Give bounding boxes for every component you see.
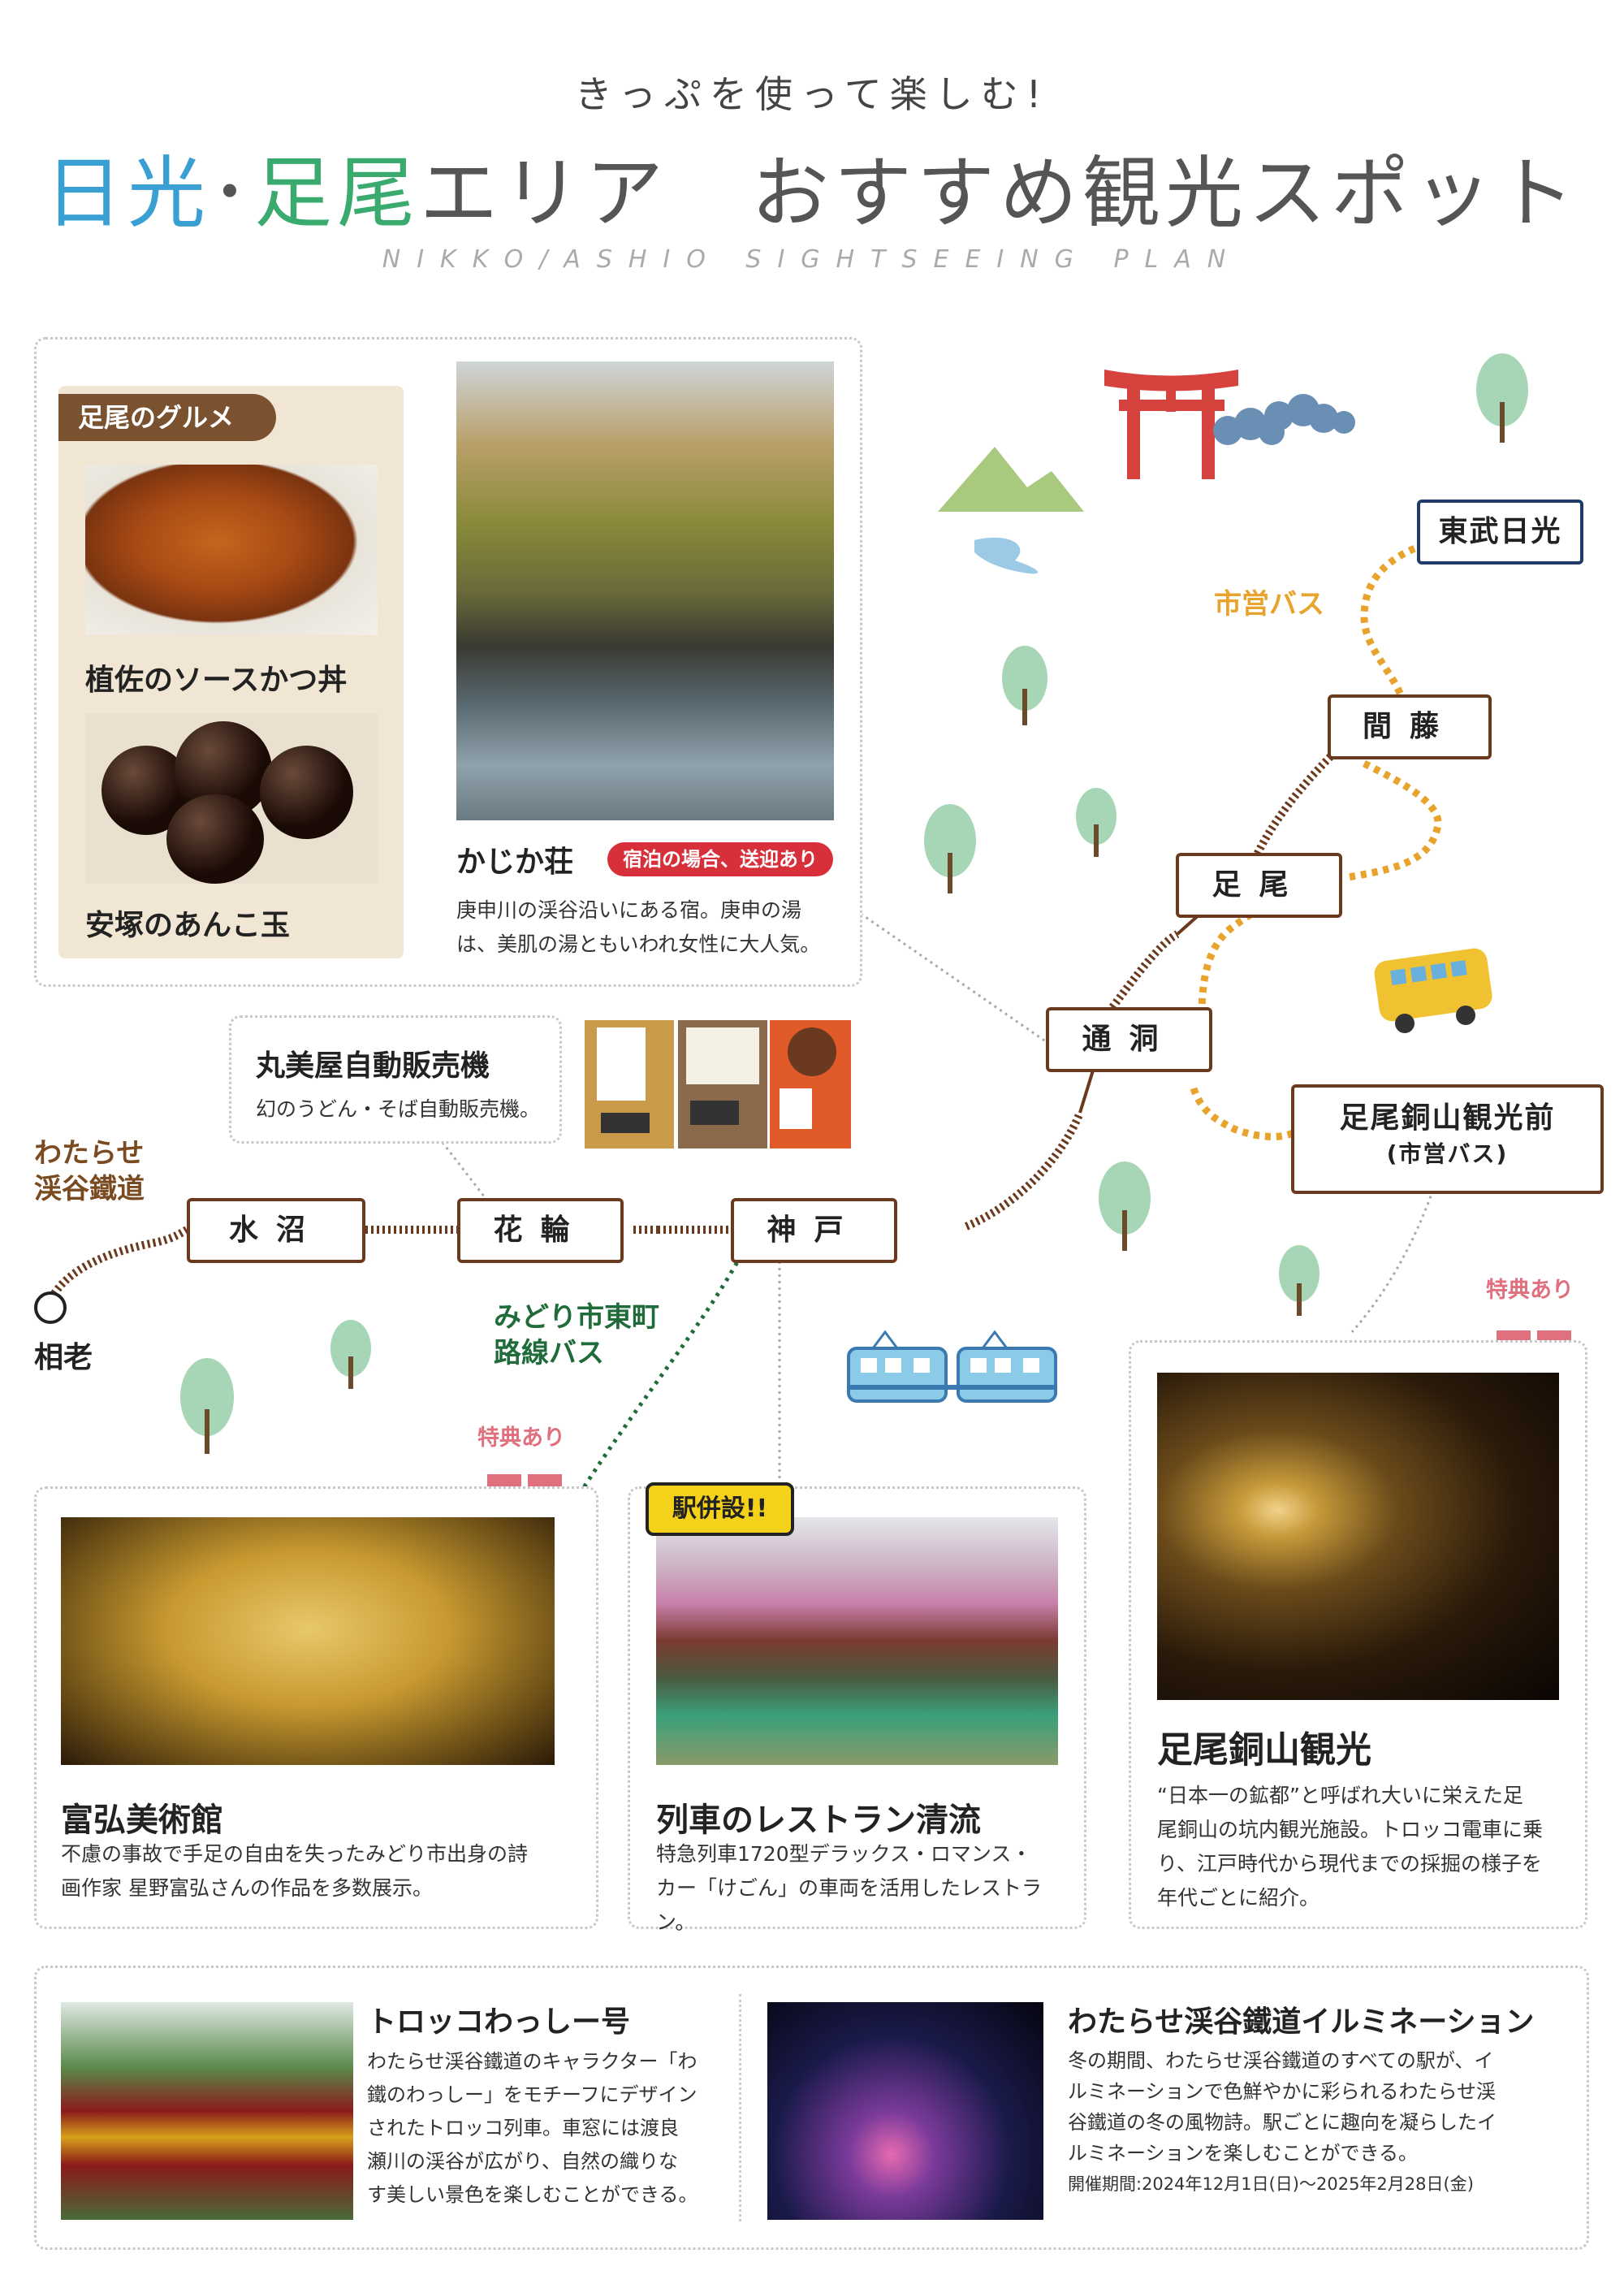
vending-machine-icon <box>585 1020 851 1148</box>
torokko-desc-line: 鐵のわっしー」をモチーフにデザイン <box>367 2083 698 2106</box>
gourmet-header: 足尾のグルメ <box>58 394 276 441</box>
kajika-name: かじか荘 <box>456 846 574 879</box>
seiryu-desc-line: 特急列車1720型デラックス・ロマンス・ <box>656 1842 1032 1866</box>
dozan-desc: “日本一の鉱都”と呼ばれ大いに栄えた足 尾銅山の坑内観光施設。トロッコ電車に乗 … <box>1157 1779 1579 1915</box>
kajika-photo <box>456 361 834 820</box>
title-nikko: 日光 <box>45 148 210 239</box>
illumination-desc-line: 冬の期間、わたらせ渓谷鐵道のすべての駅が、イ <box>1068 2049 1494 2072</box>
page-title: 日光･足尾エリア おすすめ観光スポット <box>0 130 1624 243</box>
kajika-desc-line: 庚申川の渓谷沿いにある宿。庚申の湯 <box>456 898 802 922</box>
cloud-icon <box>1213 394 1355 445</box>
kajika-badge: 宿泊の場合、送迎あり <box>607 842 833 876</box>
dozan-desc-line: り、江戸時代から現代までの採掘の様子を <box>1157 1852 1543 1875</box>
bottom-divider <box>739 1994 741 2221</box>
tomihiro-desc-line: 不慮の事故で手足の自由を失ったみどり市出身の詩 <box>61 1842 529 1866</box>
katsudon-name: 植佐のソースかつ丼 <box>85 664 348 697</box>
torokko-photo <box>61 2002 353 2220</box>
midori-bus-label-1: みどり市東町 <box>494 1301 659 1334</box>
seiryu-photo <box>656 1517 1058 1765</box>
bus-route <box>1190 540 1442 1140</box>
dozan-desc-line: “日本一の鉱都”と呼ばれ大いに栄えた足 <box>1157 1784 1523 1807</box>
bus-icon <box>1374 948 1492 1033</box>
aioi-terminal-icon <box>34 1291 67 1324</box>
kajika-desc: 庚申川の渓谷沿いにある宿。庚申の湯 は、美肌の湯ともいわれ女性に大人気。 <box>456 893 838 962</box>
midori-bus-label: みどり市東町 路線バス <box>494 1300 659 1371</box>
station-ashio-dozan-sub: (市営バス) <box>1386 1140 1509 1167</box>
title-ashio: 足尾 <box>254 148 420 239</box>
tomihiro-desc-line: 画作家 星野富弘さんの作品を多数展示。 <box>61 1876 433 1900</box>
watarase-line-label-2: 渓谷鐵道 <box>34 1173 145 1205</box>
gift-label-tomihiro: 特典あり <box>477 1425 565 1451</box>
torokko-name: トロッコわっしー号 <box>367 2005 631 2039</box>
seiryu-desc-line: カー「けごん」の車両を活用したレストラン。 <box>656 1876 1043 1934</box>
dozan-photo <box>1157 1373 1559 1700</box>
torokko-desc-line: わたらせ渓谷鐵道のキャラクター「わ <box>367 2050 698 2073</box>
dozan-desc-line: 年代ごとに紹介。 <box>1157 1886 1320 1910</box>
train-icon <box>847 1330 1057 1403</box>
midori-bus-route <box>576 1253 744 1498</box>
illumination-name: わたらせ渓谷鐵道イルミネーション <box>1068 2005 1535 2039</box>
illumination-period: 開催期間:2024年12月1日(日)～2025年2月28日(金) <box>1068 2174 1474 2194</box>
rail-route <box>45 752 1335 1306</box>
lake-icon <box>974 537 1039 574</box>
vending-panel <box>229 1015 562 1144</box>
torokko-desc-line: す美しい景色を楽しむことができる。 <box>367 2183 698 2206</box>
illumination-desc: 冬の期間、わたらせ渓谷鐵道のすべての駅が、イ ルミネーションで色鮮やかに彩られる… <box>1068 2045 1579 2200</box>
station-mizunuma[interactable]: 水沼 <box>187 1198 365 1263</box>
gift-label-dozan: 特典あり <box>1486 1278 1574 1303</box>
catchphrase: きっぷを使って楽しむ! <box>574 72 1050 116</box>
torokko-desc-line: 瀬川の渓谷が広がり、自然の織りな <box>367 2150 679 2173</box>
station-godo[interactable]: 神戸 <box>731 1198 897 1263</box>
dozan-desc-line: 尾銅山の坑内観光施設。トロッコ電車に乗 <box>1157 1818 1544 1841</box>
station-ashio-dozan-label: 足尾銅山観光前 <box>1339 1101 1556 1135</box>
illumination-desc-line: 谷鐵道の冬の風物詩。駅ごとに趣向を凝らしたイ <box>1068 2111 1497 2134</box>
dozan-name: 足尾銅山観光 <box>1157 1729 1371 1771</box>
title-dot: ･ <box>210 148 254 239</box>
seiryu-badge: 駅併設!! <box>646 1482 794 1536</box>
seiryu-desc: 特急列車1720型デラックス・ロマンス・ カー「けごん」の車両を活用したレストラ… <box>656 1837 1078 1940</box>
station-hanawa[interactable]: 花輪 <box>457 1198 624 1263</box>
tree-icon <box>180 353 1528 1454</box>
torokko-desc: わたらせ渓谷鐵道のキャラクター「わ 鐵のわっしー」をモチーフにデザイン されたト… <box>367 2045 724 2212</box>
ankodama-photo <box>85 713 378 884</box>
midori-bus-label-2: 路線バス <box>494 1337 604 1369</box>
illumination-desc-line: ルミネーションで色鮮やかに彩られるわたらせ渓 <box>1068 2080 1497 2103</box>
illumination-photo <box>767 2002 1043 2220</box>
vending-name: 丸美屋自動販売機 <box>256 1049 490 1083</box>
watarase-line-label: わたらせ 渓谷鐵道 <box>34 1136 145 1207</box>
illumination-desc-line: ルミネーションを楽しむことができる。 <box>1068 2142 1419 2165</box>
vending-desc: 幻のうどん・そば自動販売機。 <box>256 1097 541 1121</box>
torokko-desc-line: されたトロッコ列車。車窓には渡良 <box>367 2117 679 2139</box>
ankodama-name: 安塚のあんこ玉 <box>85 909 291 942</box>
tomihiro-photo <box>61 1517 555 1765</box>
torii-gate-icon <box>1104 370 1238 479</box>
station-ashio-dozan[interactable]: 足尾銅山観光前 (市営バス) <box>1291 1084 1604 1194</box>
station-ashio[interactable]: 足尾 <box>1176 853 1342 918</box>
page-subtitle: NIKKO/ASHIO SIGHTSEEING PLAN <box>382 245 1242 274</box>
station-mato[interactable]: 間藤 <box>1328 694 1492 759</box>
tomihiro-name: 富弘美術館 <box>61 1802 223 1839</box>
seiryu-name: 列車のレストラン清流 <box>656 1802 981 1839</box>
mountain-icon <box>938 447 1084 512</box>
watarase-line-label-1: わたらせ <box>34 1137 145 1170</box>
station-aioi[interactable]: 相老 <box>34 1341 93 1374</box>
station-toubu-nikko[interactable]: 東武日光 <box>1417 500 1583 565</box>
tomihiro-desc: 不慮の事故で手足の自由を失ったみどり市出身の詩 画作家 星野富弘さんの作品を多数… <box>61 1837 581 1905</box>
title-rest: エリア おすすめ観光スポット <box>420 148 1579 239</box>
kajika-desc-line: は、美肌の湯ともいわれ女性に大人気。 <box>456 932 821 956</box>
station-tsudo[interactable]: 通洞 <box>1046 1007 1212 1072</box>
katsudon-photo <box>85 465 378 635</box>
shiei-bus-label: 市営バス <box>1214 588 1324 621</box>
